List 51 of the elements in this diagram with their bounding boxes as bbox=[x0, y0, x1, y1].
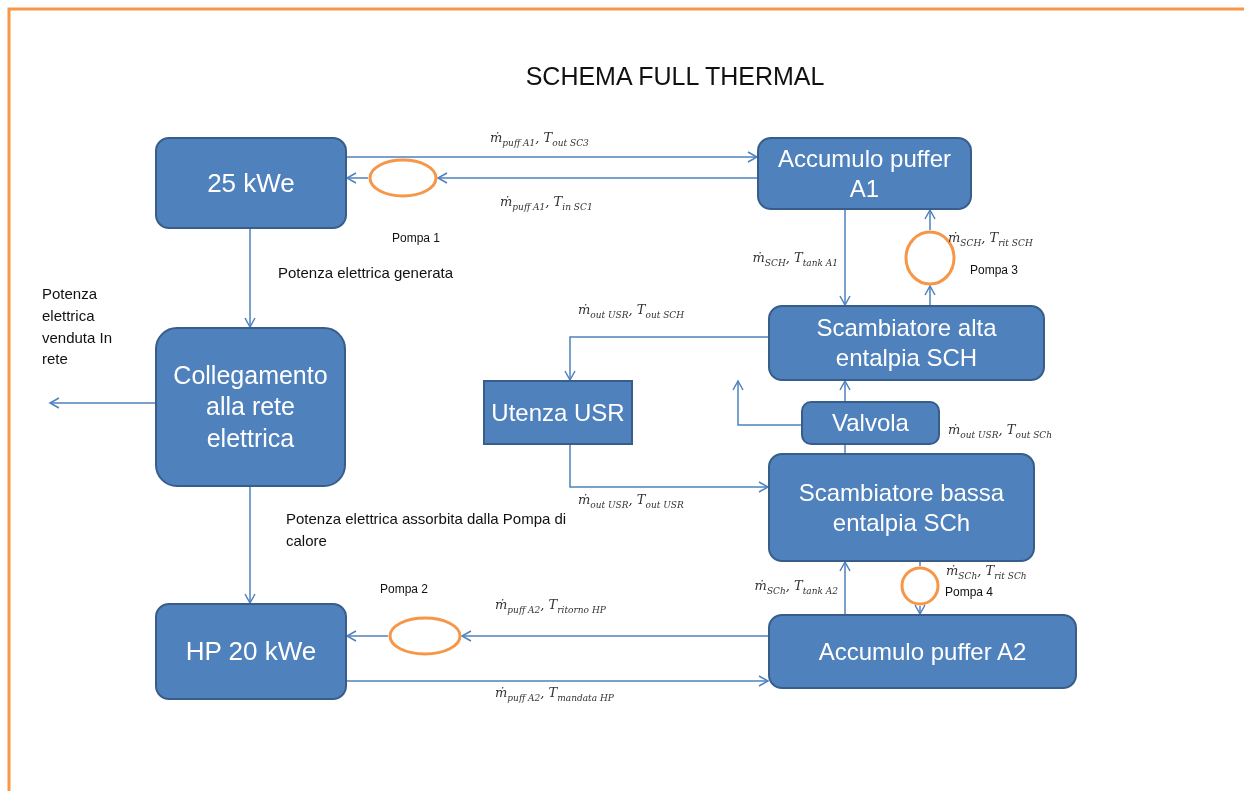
arrow bbox=[732, 380, 802, 426]
edge-label: Potenza elettrica assorbita dalla Pompa di calore bbox=[286, 509, 568, 551]
edge-label: ṁ$_{SCH}$, T$_{rit SCH}$ bbox=[948, 230, 1033, 250]
arrow bbox=[346, 172, 369, 184]
arrow bbox=[461, 630, 769, 642]
arrow bbox=[564, 336, 769, 381]
edge-label: Potenza elettrica venduta In rete bbox=[42, 284, 114, 370]
pump-label: Pompa 1 bbox=[392, 231, 441, 245]
arrow bbox=[49, 397, 156, 409]
arrow bbox=[244, 228, 256, 328]
edge-label: ṁ$_{SCh}$, T$_{rit SCh}$ bbox=[946, 563, 1027, 583]
edge-label: ṁ$_{puff A2}$, T$_{mandata HP}$ bbox=[495, 685, 614, 705]
process-box: HP 20 kWe bbox=[155, 603, 347, 700]
pump-symbol bbox=[388, 616, 462, 656]
edge-label: Potenza elettrica generata bbox=[278, 263, 455, 283]
arrow bbox=[839, 209, 851, 306]
edge-label: ṁ$_{puff A2}$, T$_{ritorno HP}$ bbox=[495, 597, 606, 617]
pump-symbol bbox=[368, 158, 438, 198]
process-box: Accumulo puffer A1 bbox=[757, 137, 972, 210]
process-box: Valvola bbox=[801, 401, 940, 445]
arrow bbox=[924, 209, 936, 231]
arrow bbox=[346, 675, 769, 687]
flow-label: ṁ$_{out USR}$, T$_{out SCh}$ bbox=[948, 422, 1053, 442]
connector-line bbox=[844, 444, 846, 454]
edge-label: ṁ$_{puff A1}$, T$_{in SC1}$ bbox=[500, 194, 593, 214]
process-box: Scambiatore bassa entalpia SCh bbox=[768, 453, 1035, 562]
process-box: Scambiatore alta entalpia SCH bbox=[768, 305, 1045, 381]
edge-label: ṁ$_{out USR}$, T$_{out USR}$ bbox=[578, 492, 684, 512]
pump-label: Pompa 3 bbox=[970, 263, 1019, 277]
arrow bbox=[924, 285, 936, 306]
edge-label: ṁ$_{out USR}$, T$_{out SCH}$ bbox=[578, 302, 685, 322]
pump-symbol bbox=[900, 566, 940, 606]
arrow bbox=[346, 630, 389, 642]
diagram-title: SCHEMA FULL THERMAL bbox=[524, 62, 826, 91]
connector-line bbox=[919, 561, 921, 567]
pump-label: Pompa 4 bbox=[945, 585, 994, 599]
pump-label: Pompa 2 bbox=[380, 582, 429, 596]
arrow bbox=[839, 380, 851, 402]
process-box: Collegamento alla rete elettrica bbox=[155, 327, 346, 487]
arrow bbox=[437, 172, 758, 184]
arrow bbox=[244, 486, 256, 604]
edge-label: ṁ$_{SCh}$, T$_{tank A2}$ bbox=[754, 578, 838, 598]
arrow bbox=[839, 561, 851, 615]
process-box: 25 kWe bbox=[155, 137, 347, 229]
arrow bbox=[569, 444, 769, 493]
edge-label: ṁ$_{SCH}$, T$_{tank A1}$ bbox=[752, 250, 838, 270]
process-box: Accumulo puffer A2 bbox=[768, 614, 1077, 689]
arrow bbox=[346, 151, 758, 163]
arrow bbox=[914, 604, 926, 615]
process-box: Utenza USR bbox=[483, 380, 633, 445]
edge-label: ṁ$_{puff A1}$, T$_{out SC3}$ bbox=[490, 130, 589, 150]
